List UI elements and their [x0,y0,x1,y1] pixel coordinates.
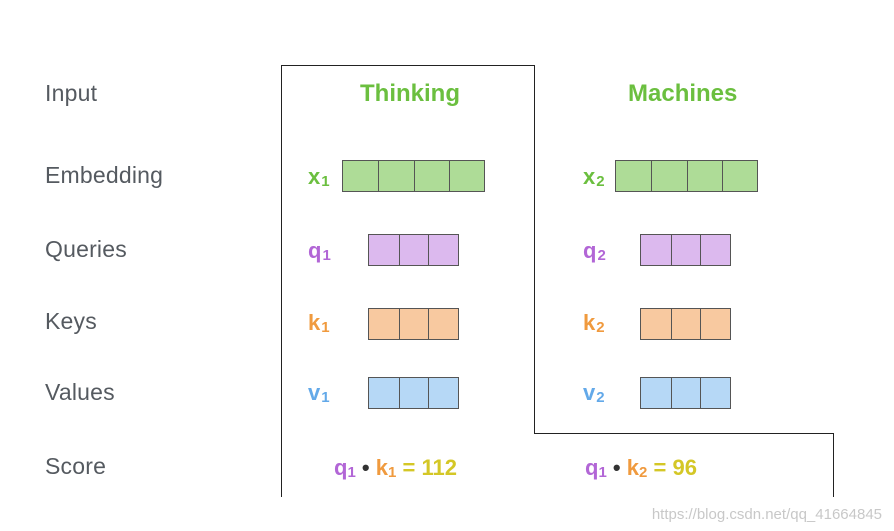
embedding-label-x1: x1 [308,164,330,190]
query-label-q2: q2 [583,238,606,264]
vector-cell [369,378,399,408]
score-value-1: 112 [421,455,457,480]
word-thinking: Thinking [360,80,460,107]
key-vector-k1 [368,308,459,340]
value-label-v1: v1 [308,380,330,406]
highlight-frame-left [281,65,282,497]
vector-cell [398,235,429,265]
embedding-vector-x2 [615,160,758,192]
vector-cell [670,235,701,265]
vector-cell [700,378,730,408]
vector-cell [343,161,378,191]
vector-cell [448,161,484,191]
row-label-keys: Keys [45,308,97,334]
vector-cell [670,309,701,339]
vector-cell [641,235,671,265]
query-vector-q1 [368,234,459,266]
row-label-score: Score [45,453,107,479]
highlight-frame-step [534,433,834,434]
word-machines: Machines [628,80,738,107]
vector-cell [651,161,686,191]
highlight-frame-mid [534,65,535,434]
key-label-k1: k1 [308,310,330,336]
row-label-input: Input [45,80,98,106]
key-vector-k2 [640,308,731,340]
embedding-vector-x1 [342,160,485,192]
embedding-label-x2: x2 [583,164,605,190]
value-vector-v2 [640,377,731,409]
vector-cell [686,161,722,191]
query-label-q1: q1 [308,238,331,264]
vector-cell [369,235,399,265]
score-equation-1: q1 • k1 = 112 [334,455,457,481]
vector-cell [700,309,730,339]
vector-cell [721,161,757,191]
watermark-text: https://blog.csdn.net/qq_41664845 [651,506,882,523]
row-label-embedding: Embedding [45,162,164,188]
row-label-queries: Queries [45,236,127,262]
vector-cell [369,309,399,339]
vector-cell [428,378,458,408]
vector-cell [670,378,701,408]
vector-cell [616,161,651,191]
vector-cell [641,378,671,408]
value-label-v2: v2 [583,380,605,406]
highlight-frame-right [833,433,834,497]
highlight-frame-top [281,65,535,66]
vector-cell [428,309,458,339]
vector-cell [413,161,449,191]
vector-cell [641,309,671,339]
query-vector-q2 [640,234,731,266]
vector-cell [700,235,730,265]
score-value-2: 96 [672,455,697,480]
vector-cell [398,309,429,339]
row-label-values: Values [45,379,115,405]
vector-cell [428,235,458,265]
score-equation-2: q1 • k2 = 96 [585,455,697,481]
key-label-k2: k2 [583,310,605,336]
value-vector-v1 [368,377,459,409]
vector-cell [398,378,429,408]
vector-cell [378,161,413,191]
